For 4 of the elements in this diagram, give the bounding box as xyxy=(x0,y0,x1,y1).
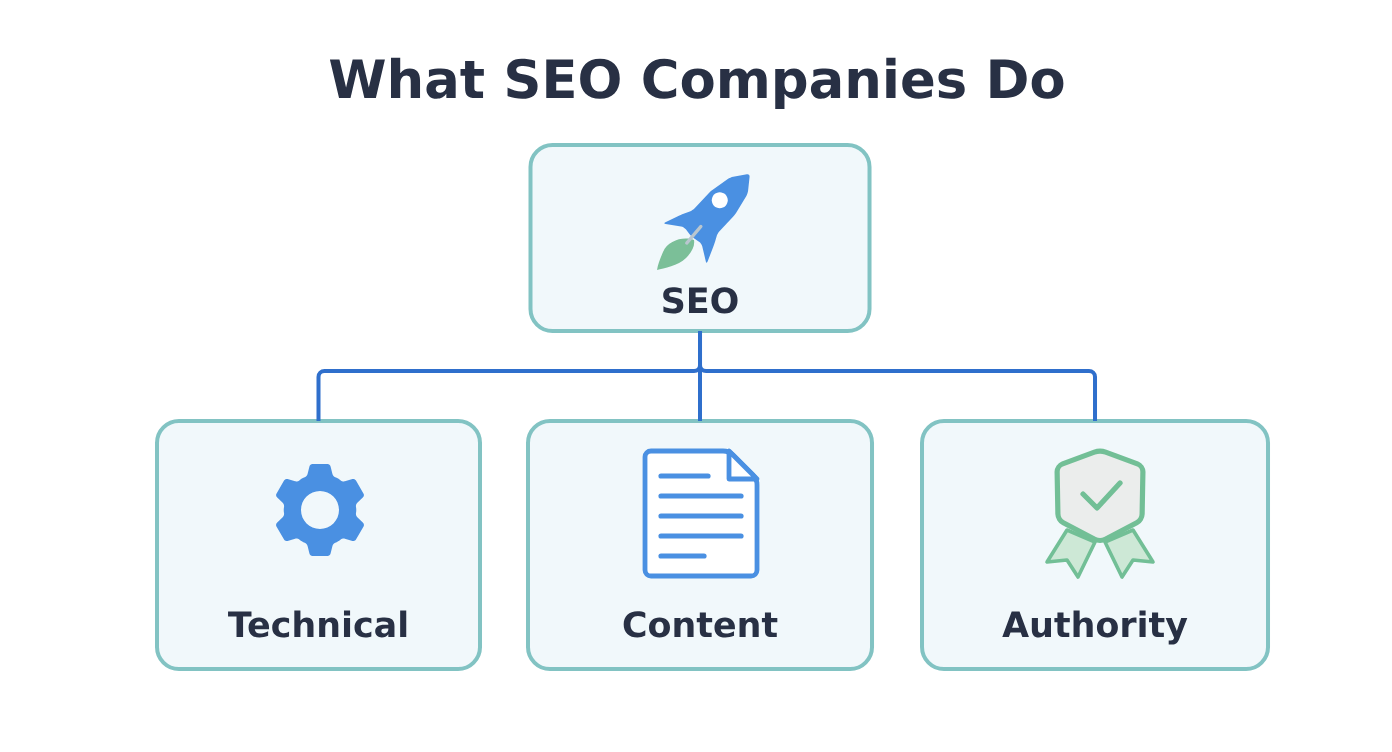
connector-line xyxy=(698,331,1097,421)
category-box: Technical xyxy=(155,419,482,671)
category-box: SEO xyxy=(528,143,872,333)
title: What SEO Companies Do xyxy=(329,57,1064,109)
